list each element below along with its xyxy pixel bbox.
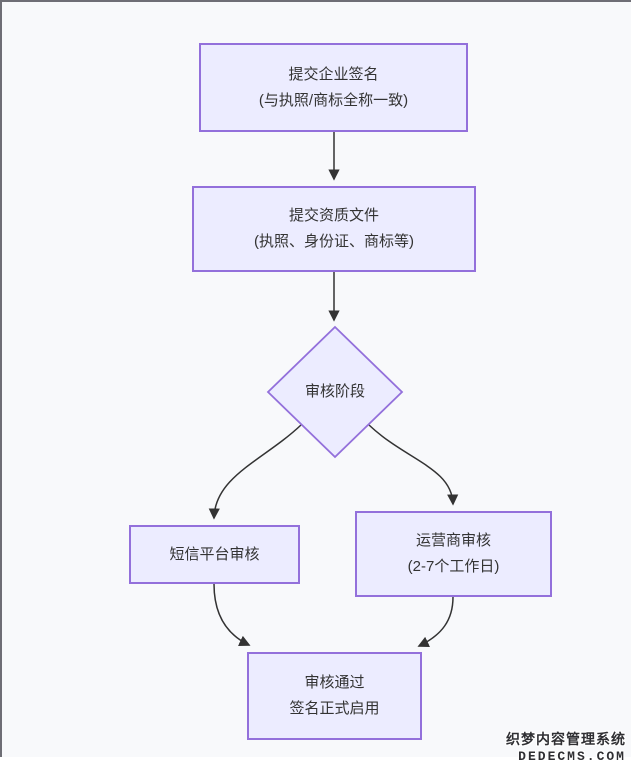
node-submit-documents: 提交资质文件 (执照、身份证、商标等) bbox=[192, 186, 476, 272]
node-submit-documents-line2: (执照、身份证、商标等) bbox=[254, 233, 414, 250]
node-approved-line1: 审核通过 bbox=[304, 674, 365, 691]
node-carrier-review-line1: 运营商审核 bbox=[415, 532, 491, 549]
node-approved: 审核通过 签名正式启用 bbox=[247, 652, 422, 740]
node-platform-review-label: 短信平台审核 bbox=[169, 545, 260, 563]
node-approved-line2: 签名正式启用 bbox=[289, 700, 380, 717]
edge-carrier-to-approved bbox=[417, 596, 454, 647]
node-carrier-review: 运营商审核 (2-7个工作日) bbox=[355, 511, 552, 597]
node-platform-review: 短信平台审核 bbox=[129, 525, 300, 584]
node-submit-signature: 提交企业签名 (与执照/商标全称一致) bbox=[199, 43, 468, 132]
decision-diamond-shape bbox=[266, 325, 404, 459]
node-submit-signature-line2: (与执照/商标全称一致) bbox=[258, 91, 409, 109]
node-submit-documents-line1: 提交资质文件 bbox=[288, 207, 379, 224]
watermark: 织梦内容管理系统 DEDECMS.COM bbox=[506, 729, 626, 764]
node-review-stage-label: 审核阶段 bbox=[304, 383, 365, 400]
node-submit-signature-line1: 提交企业签名 bbox=[288, 65, 379, 83]
flow-arrows-layer bbox=[208, 132, 459, 647]
edge-review-to-platform bbox=[208, 424, 302, 520]
edge-review-to-carrier bbox=[368, 424, 459, 506]
edge-platform-to-approved bbox=[213, 583, 251, 646]
watermark-domain: DEDECMS.COM bbox=[518, 749, 626, 764]
watermark-cms-name: 织梦内容管理系统 bbox=[506, 731, 626, 747]
node-carrier-review-line2: (2-7个工作日) bbox=[407, 558, 500, 575]
